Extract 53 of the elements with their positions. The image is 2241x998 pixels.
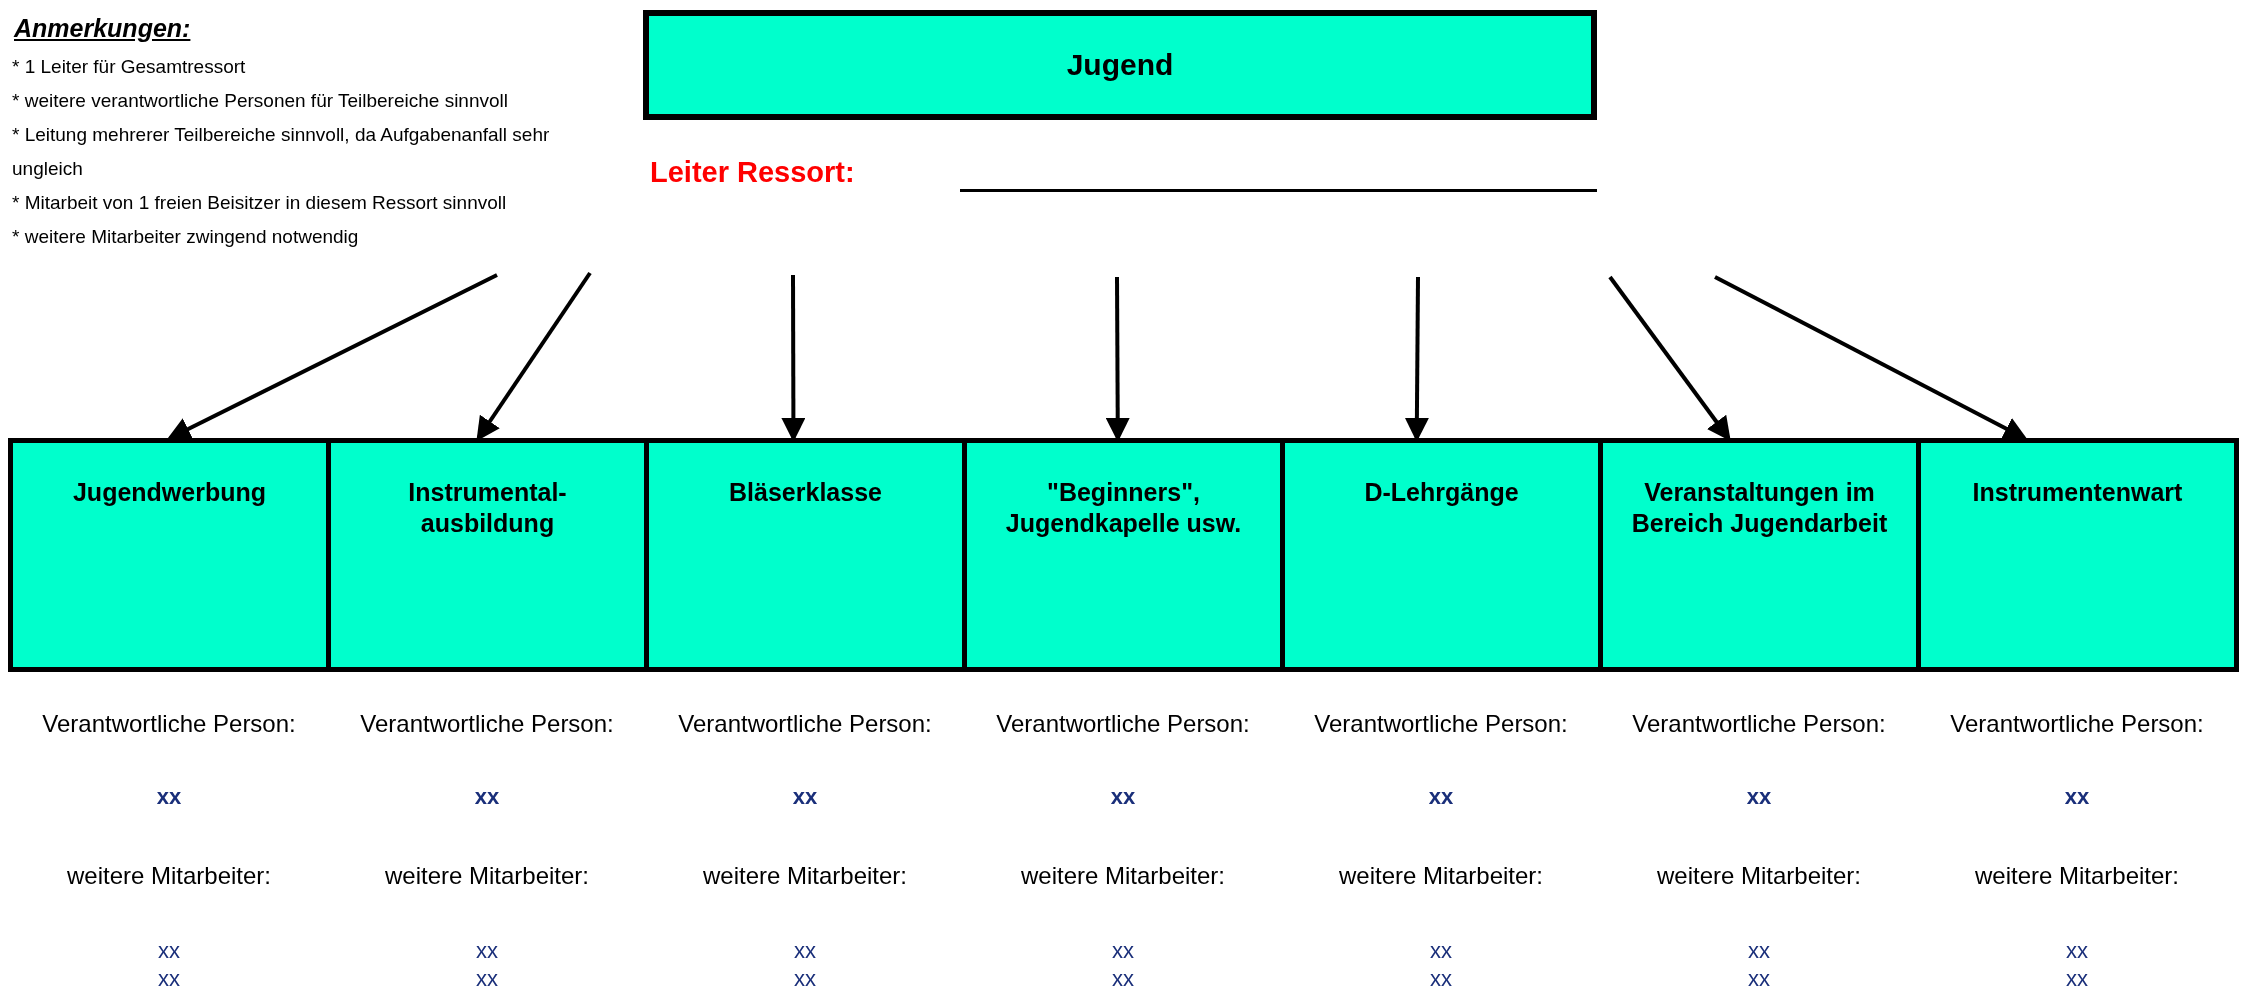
category-title: Veranstaltungen im Bereich Jugendarbeit [1630,477,1889,539]
field-label: weitere Mitarbeiter: [383,863,591,889]
category-title: Bläserklasse [729,477,882,508]
category-title: "Beginners", Jugendkapelle usw. [1004,477,1243,539]
field-label: Verantwortliche Person: [677,711,933,737]
field-label: weitere Mitarbeiter: [65,863,273,889]
placeholder-text: xx [475,966,499,992]
placeholder-text: xx [1429,938,1453,964]
placeholder-text: xx [157,938,181,964]
placeholder-text: xx [2063,784,2091,810]
arrow [166,273,498,440]
box-title: Jugend [1066,48,1174,82]
field-label: Verantwortliche Person: [359,711,615,737]
placeholder-text: xx [1109,784,1137,810]
placeholder-text: xx [473,784,501,810]
category-title: Jugendwerbung [72,477,267,508]
field-label: weitere Mitarbeiter: [1655,863,1863,889]
field-label: weitere Mitarbeiter: [1337,863,1545,889]
note-text: * Leitung mehrerer Teilbereiche sinnvoll, da Aufgabenanfall sehr ungleich [12,123,551,181]
placeholder-text: xx [793,938,817,964]
note-text: * 1 Leiter für Gesamtressort [12,55,247,79]
category-title: Instrumentenwart [1972,477,2183,508]
field-label: Verantwortliche Person: [995,711,1251,737]
note-text: * weitere verantwortliche Personen für Teilbereiche sinnvoll [12,89,509,113]
placeholder-text: xx [1111,966,1135,992]
field-label: Leiter Ressort: [650,156,855,189]
title-box [643,10,1597,120]
placeholder-text: xx [1427,784,1455,810]
placeholder-text: xx [791,784,819,810]
field-label: weitere Mitarbeiter: [1973,863,2181,889]
placeholder-text: xx [793,966,817,992]
note-text: * weitere Mitarbeiter zwingend notwendig [12,225,360,249]
field-label: weitere Mitarbeiter: [1019,863,1227,889]
placeholder-text: xx [1745,784,1773,810]
placeholder-text: xx [1111,938,1135,964]
category-title: D-Lehrgänge [1364,477,1519,508]
placeholder-text: xx [157,966,181,992]
arrow [1714,275,2028,440]
notes-heading: Anmerkungen: [14,14,191,43]
placeholder-text: xx [1429,966,1453,992]
placeholder-text: xx [155,784,183,810]
placeholder-text: xx [2065,966,2089,992]
field-label: Verantwortliche Person: [1949,711,2205,737]
placeholder-text: xx [2065,938,2089,964]
field-label: weitere Mitarbeiter: [701,863,909,889]
field-label: Verantwortliche Person: [41,711,297,737]
note-text: * Mitarbeit von 1 freien Beisitzer in diesem Ressort sinnvoll [12,191,508,215]
category-title: Instrumental-ausbildung [407,477,568,539]
placeholder-text: xx [1747,966,1771,992]
field-label: Verantwortliche Person: [1631,711,1887,737]
placeholder-text: xx [475,938,499,964]
placeholder-text: xx [1747,938,1771,964]
field-label: Verantwortliche Person: [1313,711,1569,737]
